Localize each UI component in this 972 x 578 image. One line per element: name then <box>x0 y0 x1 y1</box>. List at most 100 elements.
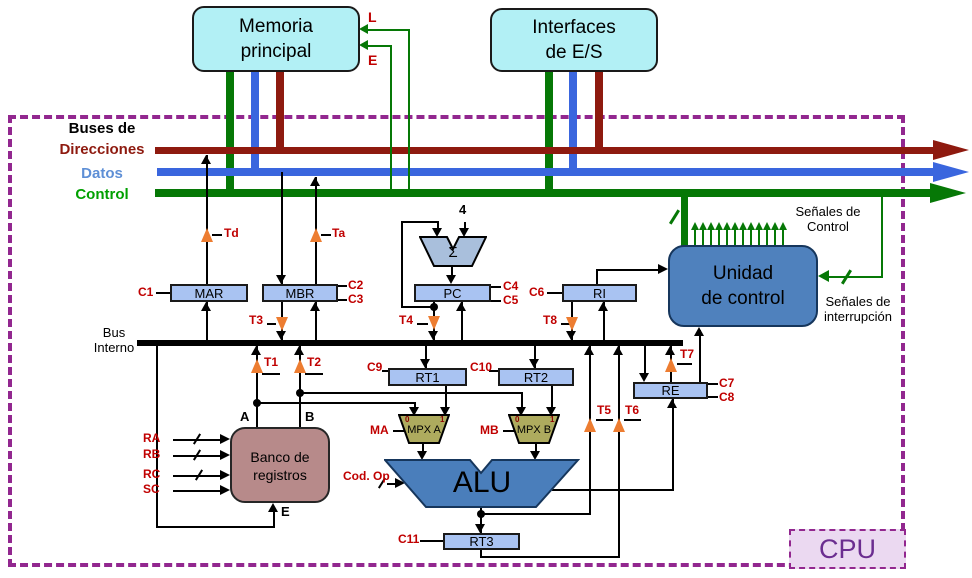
wire-l-vertical <box>408 29 410 189</box>
junction-dot <box>430 303 438 311</box>
tick-c6 <box>547 292 562 294</box>
arrowhead <box>584 346 594 355</box>
register-ri: RI <box>562 284 637 302</box>
io-interfaces-label-line1: Interfaces <box>532 17 616 38</box>
signal-c2: C2 <box>348 278 364 292</box>
control-signal-arrow <box>771 222 779 246</box>
signal-c5: C5 <box>503 293 519 307</box>
wire-pc-loop-top <box>401 221 439 223</box>
bank-port-e-label: E <box>281 504 290 519</box>
control-signal-arrow <box>691 222 699 246</box>
signal-e: E <box>368 52 378 68</box>
signal-t3: T3 <box>249 313 264 327</box>
e-arrowhead <box>359 40 368 50</box>
wire-ri-to-controlunit-v <box>596 270 598 284</box>
signal-c1: C1 <box>138 285 154 299</box>
tick-c3 <box>338 299 347 301</box>
arrowhead <box>251 346 261 355</box>
data-bus <box>157 168 935 176</box>
wire-bank-a-to-internalbus-t1 <box>256 346 258 427</box>
wire-internalbus-to-rt2 <box>534 346 536 368</box>
control-signal-arrow <box>723 222 731 246</box>
wire-internalbus-to-ri <box>603 302 605 340</box>
control-signal-arrow <box>755 222 763 246</box>
signal-mb: MB <box>480 423 499 437</box>
mpx-b-shape <box>508 414 560 444</box>
arrowhead <box>276 275 286 284</box>
wire-databus-to-mbr <box>281 172 283 284</box>
wire-alu-to-t5-h <box>480 513 591 515</box>
wire-internalbus-to-re <box>644 346 646 374</box>
wire-l-horizontal <box>366 29 410 31</box>
mpx-a-input0-label: 0 <box>405 415 410 424</box>
main-memory-label-line1: Memoria <box>239 16 313 37</box>
control-signal-arrow <box>763 222 771 246</box>
register-rt1: RT1 <box>388 368 467 386</box>
wire-internalbus-to-mbr <box>315 302 317 340</box>
interrupt-arrowhead <box>818 270 829 282</box>
control-signal-arrow <box>739 222 747 246</box>
cpu-label-box: CPU <box>789 529 906 569</box>
tick-c5 <box>491 300 501 302</box>
l-arrowhead <box>359 24 368 34</box>
wire-mb-select <box>503 430 514 432</box>
signal-td: Td <box>224 226 239 240</box>
wire-b-branch-drop <box>521 393 523 408</box>
arrowhead <box>276 331 286 340</box>
arrowhead <box>516 407 526 416</box>
tick-t3 <box>267 323 276 325</box>
tick-t5 <box>596 419 613 421</box>
io-data-stub <box>569 72 577 176</box>
wire-pc-loop-bottom <box>401 306 436 308</box>
signal-c7: C7 <box>719 376 735 390</box>
arrowhead <box>310 302 320 311</box>
register-bank-label-line2: registros <box>253 467 307 483</box>
register-rt3: RT3 <box>443 533 520 550</box>
arrowhead <box>220 434 230 444</box>
wire-rt3-out <box>480 550 482 558</box>
arrowhead <box>294 346 304 355</box>
control-signal-arrow <box>779 222 787 246</box>
io-interfaces-label-line2: de E/S <box>545 42 603 63</box>
wire-internalbus-to-rt1 <box>425 346 427 368</box>
wire-bank-b-to-internalbus-t2 <box>299 346 301 427</box>
tick-c9 <box>382 370 389 372</box>
wire-e-path-bottom <box>156 526 275 528</box>
arrowhead <box>268 503 278 512</box>
arrowhead <box>201 302 211 311</box>
signal-c8: C8 <box>719 390 735 404</box>
adder-symbol: Σ <box>448 244 458 261</box>
tick-t1 <box>262 373 280 375</box>
alu-shape <box>384 459 580 508</box>
arrowhead <box>395 478 405 488</box>
wire-const4-into-adder <box>464 222 466 229</box>
tick-t2 <box>305 373 323 375</box>
control-unit-label-line1: Unidad <box>712 263 774 284</box>
alu-label: ALU <box>452 466 512 499</box>
control-signal-arrow <box>707 222 715 246</box>
signal-t6: T6 <box>625 403 640 417</box>
wire-a-branch-drop <box>414 403 416 408</box>
arrowhead <box>417 451 427 460</box>
io-control-stub <box>545 72 553 197</box>
wire-b-branch <box>299 392 523 394</box>
control-unit-box: Unidad de control <box>668 245 818 327</box>
arrowhead <box>440 407 450 416</box>
wire-e-path-up <box>273 511 275 528</box>
signal-ma: MA <box>370 423 389 437</box>
control-unit-label-line2: de control <box>701 288 785 309</box>
wire-internalbus-down-left <box>156 346 158 528</box>
arrowhead <box>220 450 230 460</box>
control-bus-to-unit-line <box>681 197 688 246</box>
arrowhead <box>658 264 668 274</box>
wire-t6-up-to-internalbus <box>618 346 620 558</box>
arrowhead <box>456 302 466 311</box>
signal-ta: Ta <box>332 226 346 240</box>
signal-codop: Cod. Op <box>343 469 390 483</box>
arrowhead <box>639 373 649 382</box>
mpx-b-input0-label: 0 <box>515 415 520 424</box>
wire-rt1-to-mpxa <box>445 386 447 408</box>
wire-pc-loop-left <box>401 222 403 308</box>
wire-e-vertical <box>390 45 392 189</box>
main-memory-label-line2: principal <box>240 41 312 62</box>
